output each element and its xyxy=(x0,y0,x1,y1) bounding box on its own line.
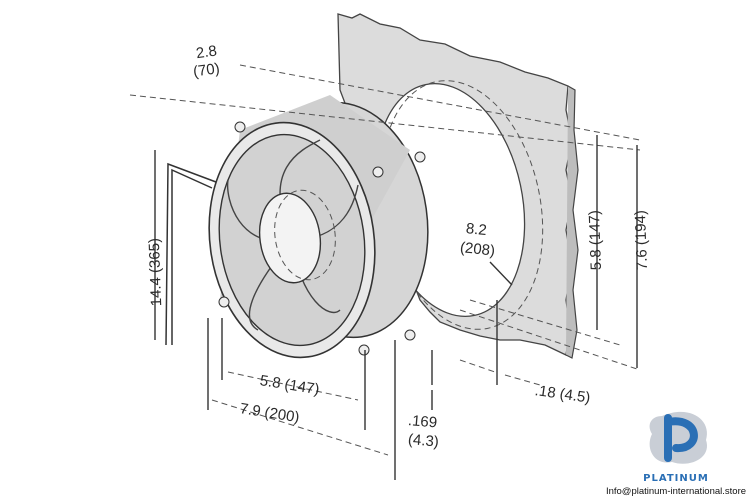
dim-flange-mm: (4.3) xyxy=(407,431,439,451)
dim-panel-thickness: .18 (4.5) xyxy=(534,382,592,407)
logo-email: Info@platinum-international.store xyxy=(606,486,746,497)
dim-mount-spacing-h: 5.8 (147) xyxy=(259,372,321,398)
logo-brand: PLATINUM xyxy=(643,473,709,484)
cable xyxy=(165,162,217,346)
platinum-logo: PLATINUM Info@platinum-international.sto… xyxy=(606,411,746,497)
dim-overall-width: 7.9 (200) xyxy=(239,400,301,426)
dim-depth-in: 2.8 xyxy=(195,42,218,62)
dim-depth-mm: (70) xyxy=(192,60,221,81)
dim-overall-height: 7.6 (194) xyxy=(632,210,651,271)
dim-mount-spacing-v: 5.8 (147) xyxy=(586,210,605,271)
fan-body xyxy=(208,95,429,359)
dim-cutout-mm: (208) xyxy=(459,239,496,260)
dim-cutout-in: 8.2 xyxy=(465,220,488,239)
dim-flange-in: .169 xyxy=(407,412,438,431)
dimension-lines xyxy=(129,64,641,480)
dim-cable-length: 14.4 (365) xyxy=(146,238,165,307)
